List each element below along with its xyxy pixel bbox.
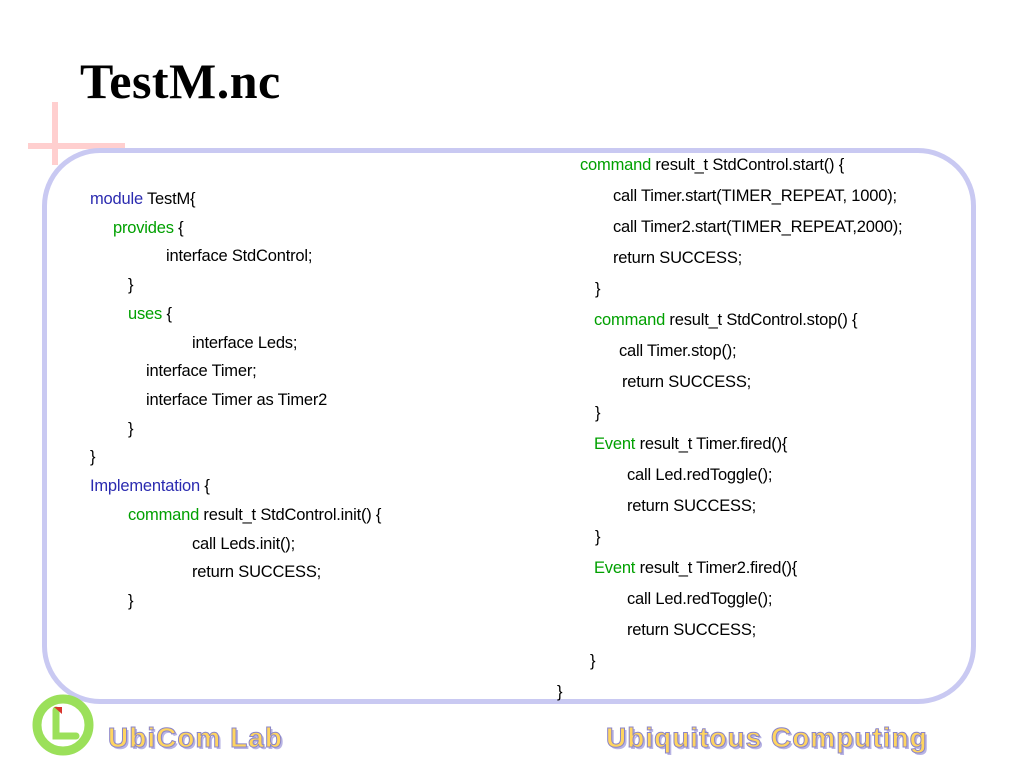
code-keyword: Implementation: [90, 477, 201, 495]
code-line: }: [90, 448, 96, 467]
code-text: result_t Timer.fired(){: [635, 435, 788, 453]
code-line: Implementation {: [90, 477, 210, 496]
code-text: {: [173, 219, 184, 237]
code-text: {: [200, 477, 210, 495]
code-line: call Timer.stop();: [619, 342, 737, 361]
code-line: return SUCCESS;: [622, 373, 751, 392]
code-line: }: [128, 592, 134, 611]
footer-subtitle: Ubiquitous Computing: [606, 722, 928, 754]
code-line: command result_t StdControl.start() {: [580, 156, 844, 175]
code-text: }: [128, 592, 134, 610]
code-text: call Timer2.start(TIMER_REPEAT,2000);: [613, 218, 903, 236]
code-line: return SUCCESS;: [627, 497, 756, 516]
code-line: }: [590, 652, 596, 671]
code-line: interface Timer as Timer2: [146, 391, 327, 410]
code-text: return SUCCESS;: [613, 249, 743, 267]
code-text: interface Leds;: [192, 334, 298, 352]
code-text: }: [595, 280, 601, 298]
code-keyword: uses: [128, 305, 163, 323]
code-line: uses {: [128, 305, 172, 324]
code-text: call Led.redToggle();: [627, 590, 773, 608]
code-text: }: [595, 404, 601, 422]
code-text: result_t Timer2.fired(){: [635, 559, 798, 577]
footer-lab-name: UbiCom Lab: [108, 722, 283, 754]
code-text: }: [128, 276, 134, 294]
code-line: }: [557, 683, 563, 702]
code-line: return SUCCESS;: [627, 621, 756, 640]
code-text: return SUCCESS;: [627, 621, 757, 639]
code-keyword: provides: [113, 219, 174, 237]
code-line: command result_t StdControl.init() {: [128, 506, 381, 525]
code-line: interface Timer;: [146, 362, 257, 381]
code-line: interface StdControl;: [166, 247, 312, 266]
code-line: }: [128, 276, 134, 295]
code-line: provides {: [113, 219, 184, 238]
code-text: }: [595, 528, 601, 546]
code-text: interface Timer;: [146, 362, 257, 380]
code-text: {: [162, 305, 172, 323]
code-text: }: [90, 448, 96, 466]
code-line: call Led.redToggle();: [627, 466, 773, 485]
code-text: }: [590, 652, 596, 670]
ubicom-logo-icon: [32, 694, 94, 756]
decorative-cross-horizontal: [28, 143, 125, 149]
code-text: interface Timer as Timer2: [146, 391, 328, 409]
code-text: return SUCCESS;: [622, 373, 752, 391]
code-text: result_t StdControl.start() {: [651, 156, 845, 174]
code-line: call Timer2.start(TIMER_REPEAT,2000);: [613, 218, 903, 237]
code-line: call Leds.init();: [192, 535, 295, 554]
code-line: }: [595, 280, 601, 299]
code-line: call Timer.start(TIMER_REPEAT, 1000);: [613, 187, 897, 206]
code-text: return SUCCESS;: [627, 497, 757, 515]
code-keyword: Event: [594, 435, 636, 453]
slide-title: TestM.nc: [80, 53, 281, 109]
code-text: }: [128, 420, 134, 438]
code-line: command result_t StdControl.stop() {: [594, 311, 858, 330]
code-text: call Timer.start(TIMER_REPEAT, 1000);: [613, 187, 897, 205]
code-keyword: command: [594, 311, 666, 329]
code-line: Event result_t Timer.fired(){: [594, 435, 787, 454]
code-text: TestM{: [142, 190, 196, 208]
code-text: }: [557, 683, 563, 701]
code-line: }: [595, 528, 601, 547]
code-keyword: module: [90, 190, 143, 208]
code-keyword: command: [580, 156, 652, 174]
code-text: return SUCCESS;: [192, 563, 322, 581]
code-line: return SUCCESS;: [613, 249, 742, 268]
code-text: result_t StdControl.stop() {: [665, 311, 858, 329]
code-text: interface StdControl;: [166, 247, 313, 265]
code-line: }: [595, 404, 601, 423]
code-line: interface Leds;: [192, 334, 297, 353]
code-line: return SUCCESS;: [192, 563, 321, 582]
decorative-cross-vertical: [52, 102, 58, 165]
code-line: module TestM{: [90, 190, 196, 209]
code-text: call Leds.init();: [192, 535, 295, 553]
code-frame: [42, 148, 976, 704]
code-text: call Timer.stop();: [619, 342, 737, 360]
code-keyword: command: [128, 506, 200, 524]
code-line: }: [128, 420, 134, 439]
code-keyword: Event: [594, 559, 636, 577]
code-text: result_t StdControl.init() {: [199, 506, 382, 524]
code-text: call Led.redToggle();: [627, 466, 773, 484]
code-line: call Led.redToggle();: [627, 590, 773, 609]
code-line: Event result_t Timer2.fired(){: [594, 559, 797, 578]
